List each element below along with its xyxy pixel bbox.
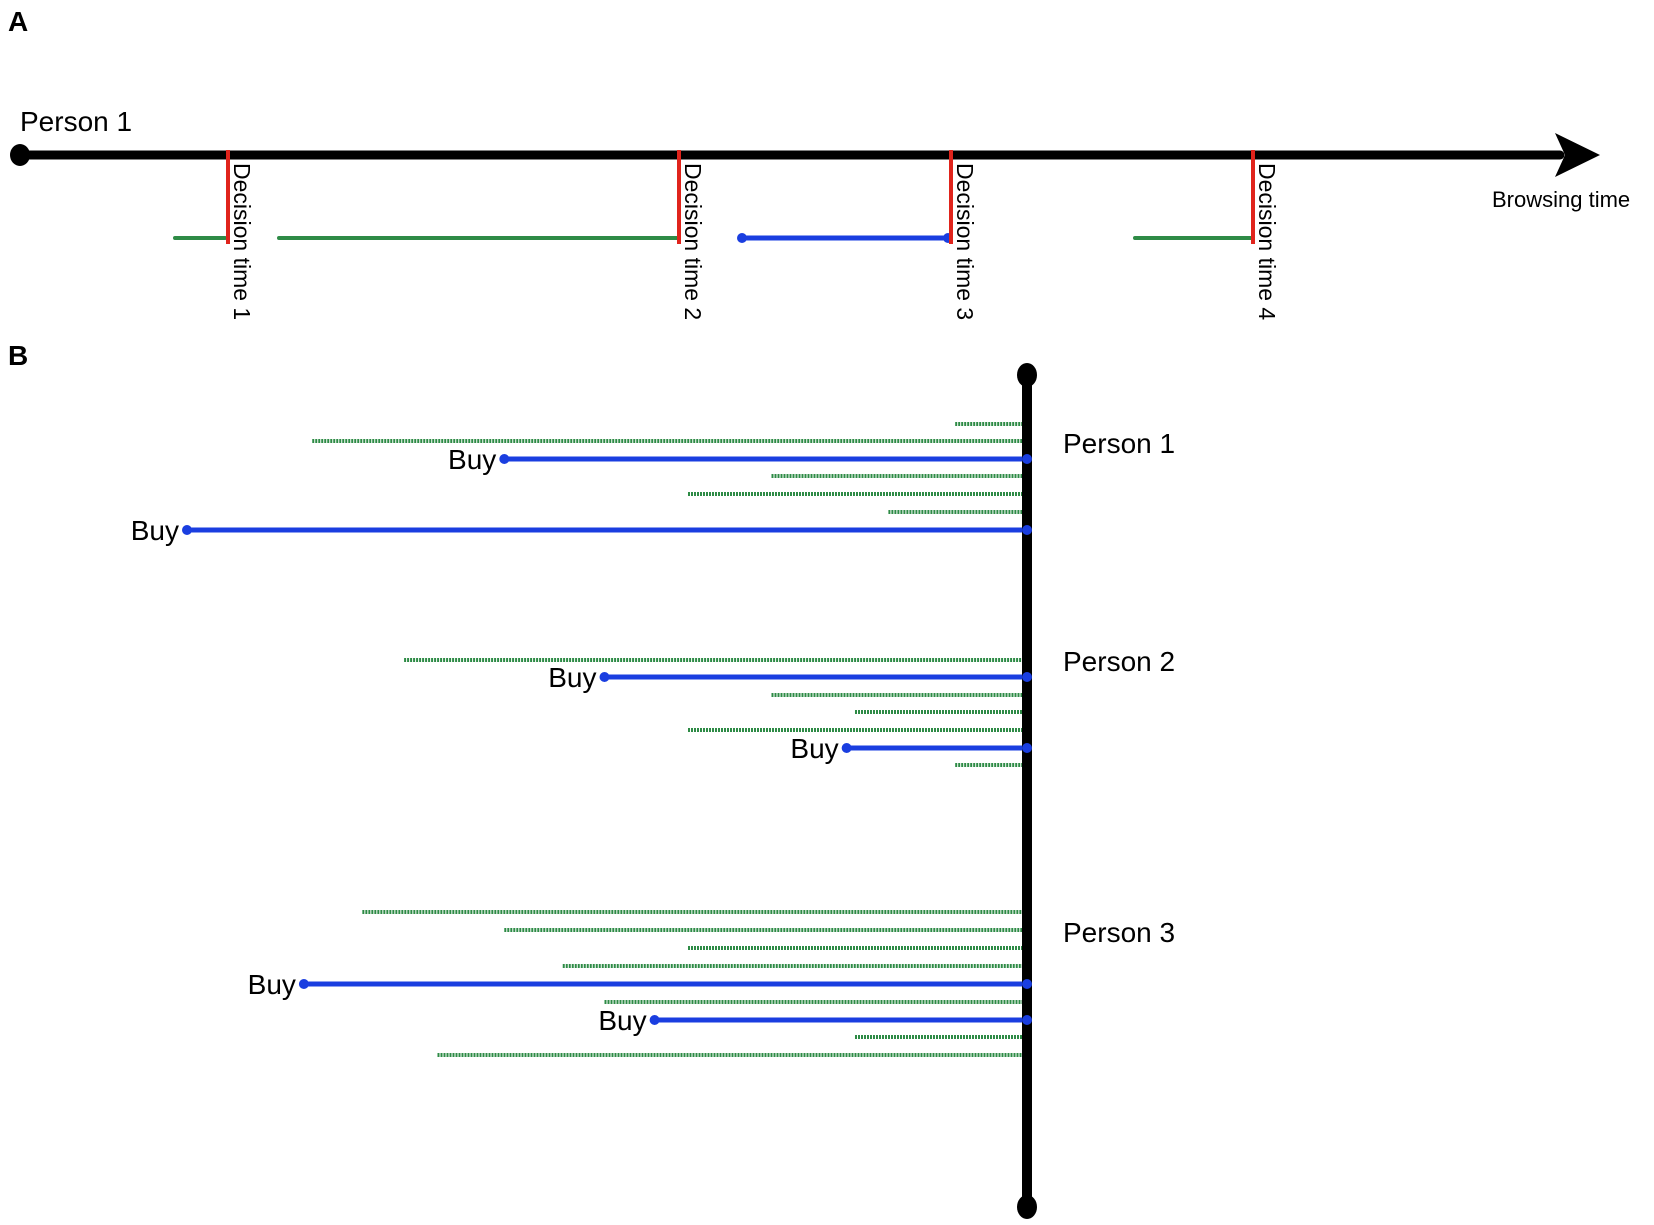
person-2-session-2: Buy [548,662,1032,693]
session-start-dot [182,525,192,535]
session-end-dot [1022,1015,1032,1025]
panel-a-axis-label: Browsing time [1492,187,1630,212]
person-2-session-6: Buy [790,733,1032,764]
session-start-dot [599,672,610,682]
person-1-session-7: Buy [131,515,1032,546]
decision-label: Decision time 4 [1254,163,1280,320]
decision-2: Decision time 2 [277,150,706,320]
buy-label: Buy [790,733,838,764]
buy-label: Buy [548,662,596,693]
session-end-dot [1022,743,1032,753]
buy-label: Buy [248,969,296,1000]
panel-b: B Person 1 Person 2 Person 3 BuyBuyBuyBu… [8,340,1175,1219]
panel-a-timeline-start-dot [10,144,30,166]
person-1-label: Person 1 [1063,428,1175,459]
session-start-dot [841,743,852,753]
session-end-dot [1022,979,1032,989]
session-start-dot [649,1015,660,1025]
panel-a-timeline [10,133,1600,177]
panel-b-timeline-end-dot [1017,1195,1037,1219]
panel-a-letter: A [8,6,28,37]
decision-3: Decision time 3 [737,150,978,320]
person-3-session-5: Buy [248,969,1032,1000]
session-end-dot [1022,672,1032,682]
decision-4: Decision time 4 [1133,150,1280,320]
person-2-label: Person 2 [1063,646,1175,677]
panel-b-timeline-start-dot [1017,363,1037,387]
panel-a: A Person 1 Browsing time Decision time 1… [8,6,1630,320]
session-start-dot [298,979,309,989]
decision-label: Decision time 1 [229,163,255,320]
buy-label: Buy [131,515,179,546]
decision-1: Decision time 1 [173,150,255,320]
person-1-session-3: Buy [448,444,1032,475]
session-start-dot [737,233,747,243]
decision-label: Decision time 2 [680,163,706,320]
panel-b-timeline [1017,363,1037,1219]
buy-label: Buy [598,1005,646,1036]
arrow-right-icon [1555,133,1600,177]
buy-label: Buy [448,444,496,475]
session-start-dot [499,454,510,464]
session-end-dot [1022,525,1032,535]
person-3-label: Person 3 [1063,917,1175,948]
panel-a-person-label: Person 1 [20,106,132,137]
person-3-session-7: Buy [598,1005,1032,1036]
decision-label: Decision time 3 [952,163,978,320]
session-end-dot [1022,454,1032,464]
panel-b-letter: B [8,340,28,371]
